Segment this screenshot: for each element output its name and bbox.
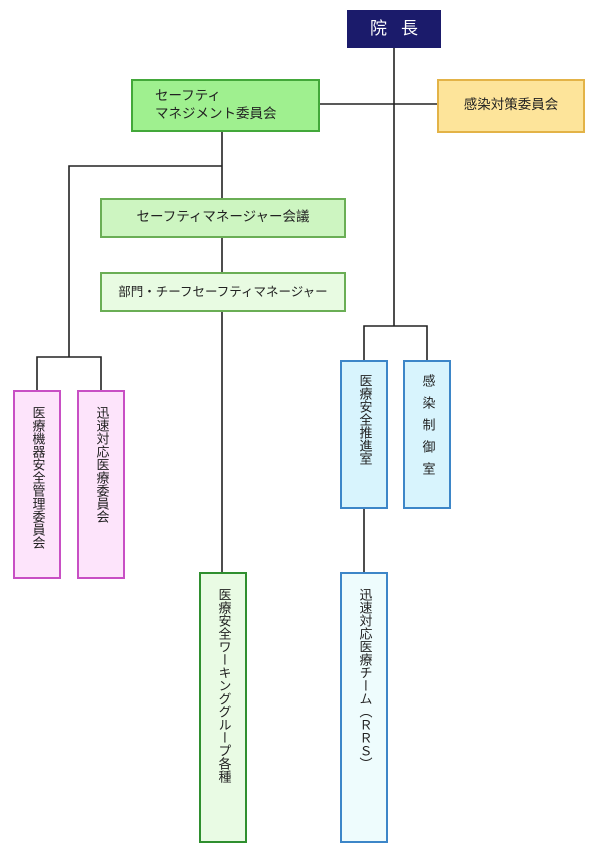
rapid-response-committee-label: 迅速対応医療委員会 <box>93 406 109 523</box>
medical-device-safety-committee-label: 医療機器安全管理委員会 <box>29 406 45 549</box>
department-chief-safety-managers-box: 部門・チーフセーフティマネージャー <box>100 272 346 312</box>
safety-management-committee-box: セーフティ マネジメント委員会 <box>131 79 320 132</box>
infection-control-office-box: 感染制御室 <box>403 360 451 509</box>
connector-right-children <box>363 325 428 360</box>
department-chief-safety-managers-label: 部門・チーフセーフティマネージャー <box>118 283 328 299</box>
infection-control-office-label: 感染制御室 <box>419 374 435 484</box>
safety-management-committee-label: セーフティ マネジメント委員会 <box>155 87 277 122</box>
medical-safety-promotion-office-box: 医療安全推進室 <box>340 360 388 509</box>
connector-left-branch <box>68 165 222 357</box>
director-box: 院長 <box>347 10 441 48</box>
infection-control-committee-box: 感染対策委員会 <box>437 79 585 133</box>
medical-safety-working-groups-label: 医療安全ワーキンググループ各種 <box>215 588 231 783</box>
connector-left-children <box>36 356 102 390</box>
safety-manager-meeting-label: セーフティマネージャー会議 <box>136 209 310 226</box>
medical-safety-working-groups-box: 医療安全ワーキンググループ各種 <box>199 572 247 843</box>
rapid-response-committee-box: 迅速対応医療委員会 <box>77 390 125 579</box>
rapid-response-team-box: 迅速対応医療チーム（ＲＲＳ） <box>340 572 388 843</box>
safety-manager-meeting-box: セーフティマネージャー会議 <box>100 198 346 238</box>
medical-device-safety-committee-box: 医療機器安全管理委員会 <box>13 390 61 579</box>
rapid-response-team-label: 迅速対応医療チーム（ＲＲＳ） <box>356 588 372 770</box>
director-label: 院長 <box>370 18 432 39</box>
medical-safety-promotion-office-label: 医療安全推進室 <box>356 374 372 465</box>
infection-control-committee-label: 感染対策委員会 <box>463 97 559 114</box>
